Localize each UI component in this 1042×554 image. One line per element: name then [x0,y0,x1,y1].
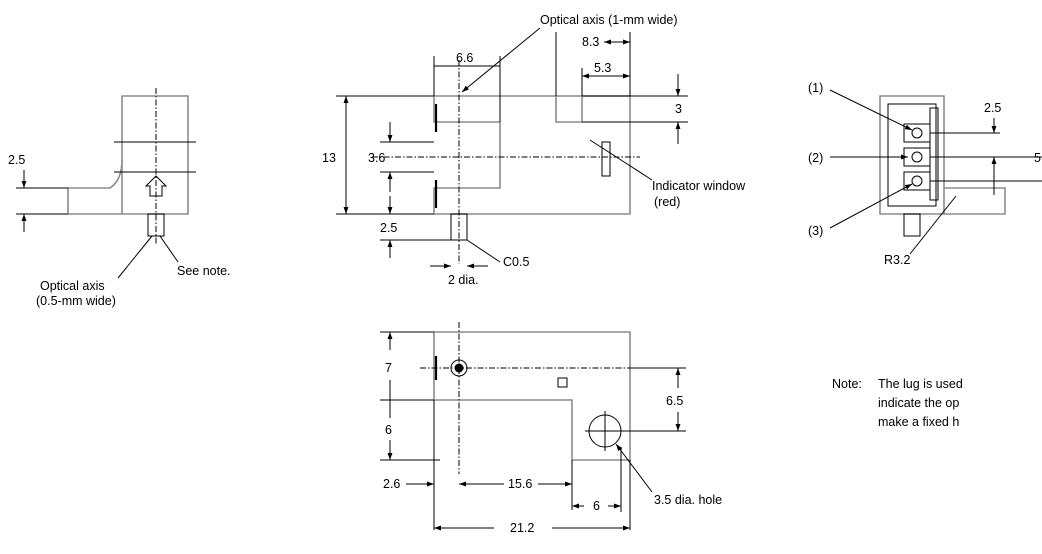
optical-axis-label-line2: (0.5-mm wide) [36,294,116,308]
bottom-view-outline [433,331,631,461]
right-connector-view: (1) (2) (3) 2.5 5 R3.2 [808,81,1042,267]
dim-2-5: 2.5 [380,221,397,235]
front-optical-axis-title: Optical axis (1-mm wide) [540,13,678,27]
dim-2-6: 2.6 [383,477,400,491]
hole-leader [615,443,653,493]
left-side-view: 2.5 Optical axis (0.5-mm wide) See note. [8,88,231,308]
front-view-indicator-window [555,96,583,123]
dim-6-bottom: 6 [593,499,600,513]
left-dim-2-5: 2.5 [8,153,25,167]
optical-axis-label-line1: Optical axis [40,279,105,293]
c0-5-leader [466,239,501,263]
indicator-leader [589,139,653,181]
dim-2-dia: 2 dia. [448,273,479,287]
dim-6-5: 6.5 [666,394,683,408]
bottom-view-mount-hole [454,363,464,373]
connector-pin-1 [903,123,931,143]
note-line-2: indicate the op [878,396,959,410]
see-note-leader [159,235,179,263]
dim-7: 7 [385,361,392,375]
bottom-view-indicator-marker [557,377,568,388]
dim-5-3: 5.3 [594,61,611,75]
hole-label: 3.5 dia. hole [654,493,722,507]
front-view: Optical axis (1-mm wide) 6.6 8.3 5.3 3 1… [322,13,746,287]
c0-5-label: C0.5 [503,255,529,269]
dim-3: 3 [675,102,682,116]
connector-lug [903,213,921,237]
front-view-outline [433,95,631,215]
front-optical-axis-leader [461,27,541,93]
pin-1-leader [829,89,913,131]
note-block: Note: The lug is used indicate the op ma… [832,377,963,429]
pin-2-label: (2) [808,151,823,165]
indicator-label-line2: (red) [654,195,680,209]
connector-side-rail [929,107,939,201]
left-view-lug [147,213,165,237]
connector-mount-tab [944,187,1006,215]
pin-dim-2-5: 2.5 [984,101,1001,115]
front-view-lug [450,213,468,241]
dim-6-left: 6 [385,423,392,437]
r3-2-label: R3.2 [884,253,910,267]
note-label: Note: [832,377,862,391]
front-view-indicator-slot [601,141,611,177]
note-line-3: make a fixed h [878,415,959,429]
left-view-outline [67,95,189,215]
pin-1-label: (1) [808,81,823,95]
see-note-label: See note. [177,264,231,278]
indicator-label-line1: Indicator window [652,179,746,193]
pin-3-label: (3) [808,224,823,238]
dim-21-2: 21.2 [510,521,534,535]
bottom-view: 7 6 6.5 2.6 15.6 6 21.2 3.5 dia. hole [380,322,722,535]
note-line-1: The lug is used [878,377,963,391]
left-view-axis-arrow [144,175,168,197]
pin-3-leader [829,183,913,229]
bottom-view-mount-ring [450,359,468,377]
dim-3-6: 3.6 [368,151,385,165]
optical-axis-leader [117,235,153,279]
dim-8-3: 8.3 [582,35,599,49]
connector-pin-3 [903,171,931,191]
connector-inner-frame [887,103,937,207]
dim-15-6: 15.6 [508,477,532,491]
dim-13: 13 [322,151,336,165]
dim-6-6: 6.6 [456,51,473,65]
pin-dim-5: 5 [1034,151,1041,165]
r3-2-leader [909,195,957,255]
